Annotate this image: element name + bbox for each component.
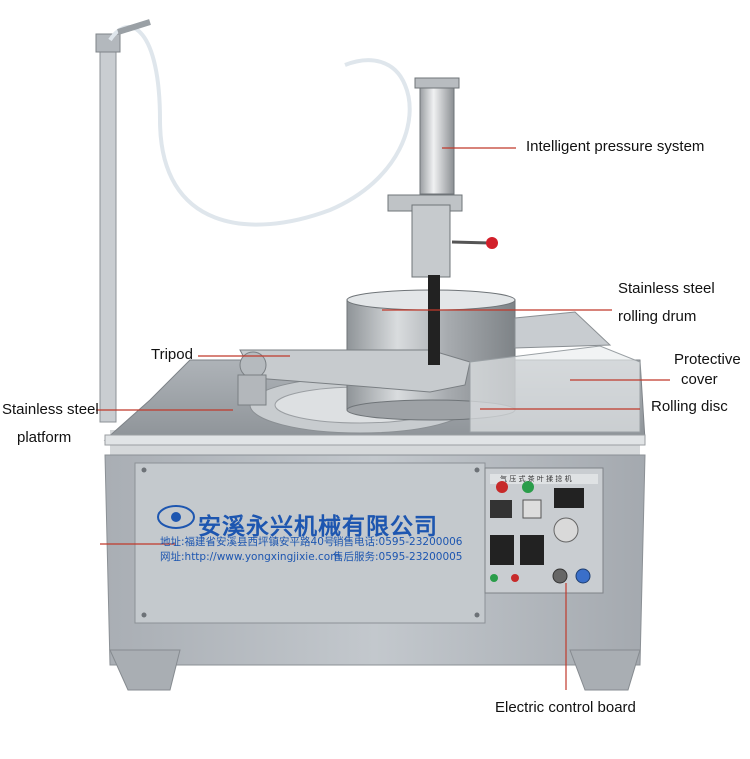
company-logo bbox=[157, 505, 195, 529]
label-rolling-disc: Rolling disc bbox=[651, 398, 728, 415]
service-phone: 售后服务:0595-23200005 bbox=[333, 551, 463, 563]
protective-cover bbox=[469, 311, 641, 433]
electric-control-board bbox=[484, 467, 604, 594]
label-platform-line1: Stainless steel bbox=[2, 401, 99, 418]
label-cover-line1: Protective bbox=[674, 351, 741, 368]
company-website: 网址:http://www.yongxingjixie.com bbox=[160, 551, 341, 563]
label-drum-line1: Stainless steel bbox=[618, 280, 715, 297]
label-drum-line2: rolling drum bbox=[618, 308, 697, 325]
label-tripod: Tripod bbox=[151, 346, 193, 363]
leader-lines bbox=[96, 147, 670, 690]
control-panel-title: 气 压 式 茶 叶 揉 捻 机 bbox=[500, 475, 572, 483]
label-platform-line2: platform bbox=[17, 429, 72, 446]
company-name: 安溪永兴机械有限公司 bbox=[198, 514, 438, 540]
sales-phone: 销售电话:0595-23200006 bbox=[333, 536, 463, 548]
air-hose bbox=[108, 25, 412, 227]
pressure-system bbox=[387, 77, 498, 365]
support-pole bbox=[95, 33, 121, 423]
label-pressure-system: Intelligent pressure system bbox=[526, 138, 705, 155]
label-cover-line2: cover bbox=[681, 371, 718, 388]
label-control-board: Electric control board bbox=[495, 699, 636, 716]
company-address: 地址:福建省安溪县西坪镇安平路40号 bbox=[160, 536, 335, 548]
tripod bbox=[237, 349, 471, 406]
